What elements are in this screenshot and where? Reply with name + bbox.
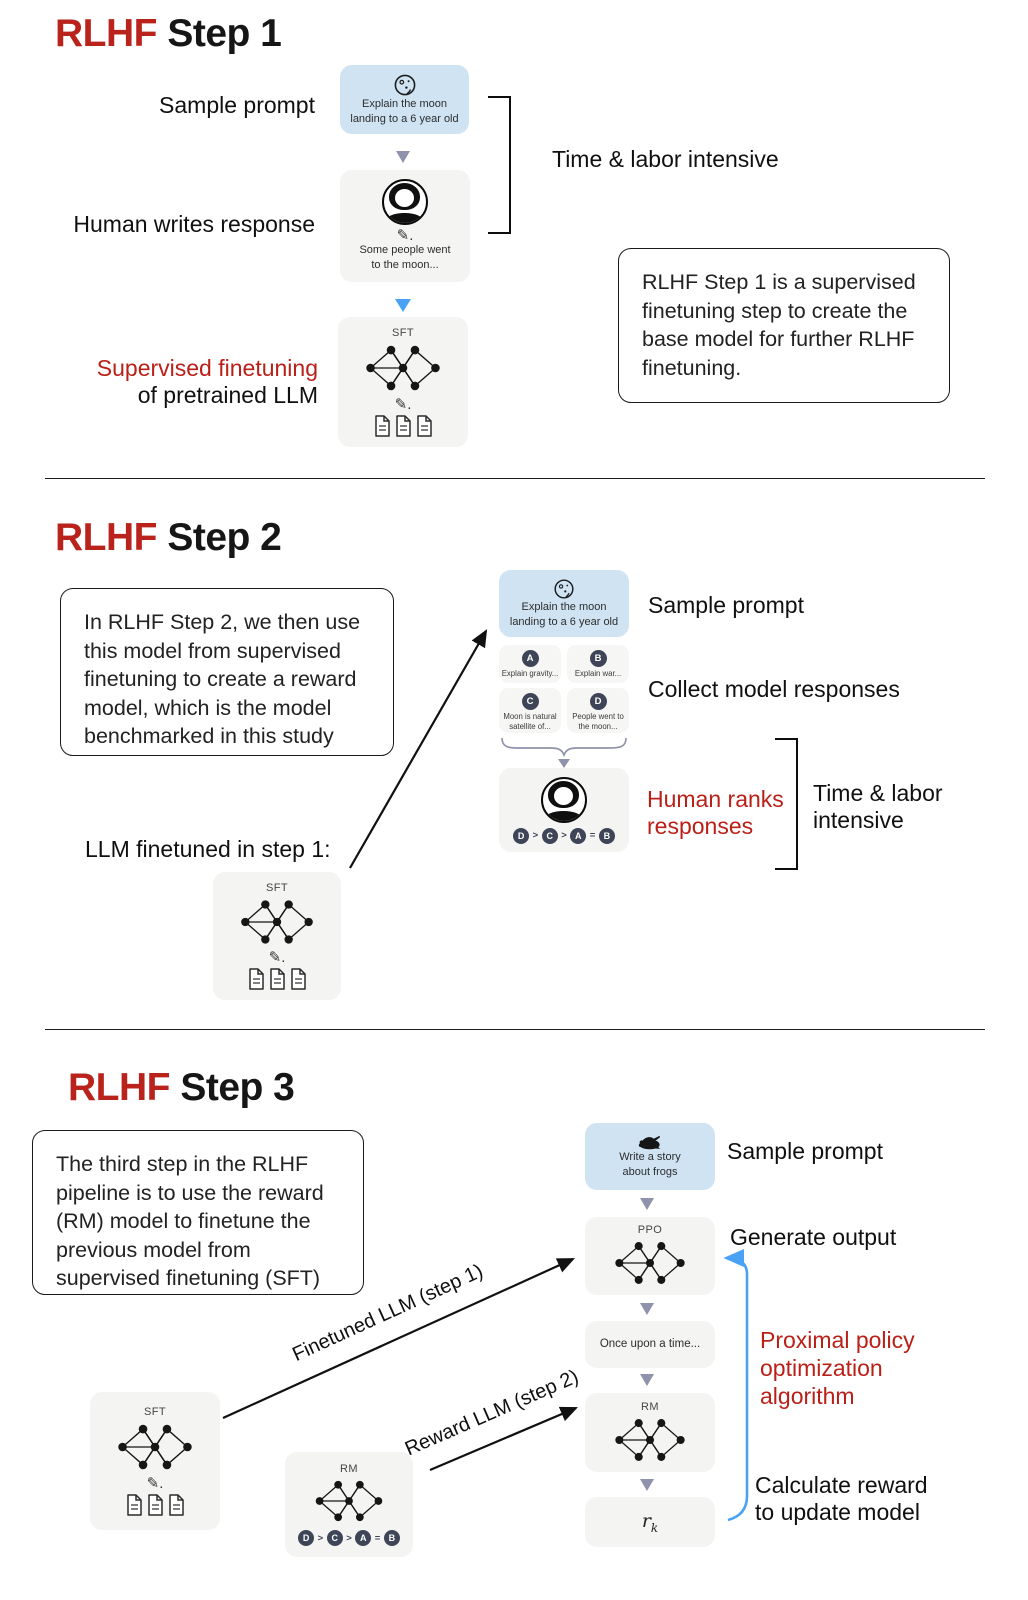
step2-note-box: In RLHF Step 2, we then use this model f…: [60, 588, 394, 756]
step3-calc-reward-label: Calculate reward to update model: [755, 1472, 928, 1525]
arrow-reward-llm: [429, 1406, 579, 1472]
step2-human-ranks-label: Human ranks responses: [647, 786, 784, 839]
response-card-d: D People went to the moon...: [567, 688, 629, 733]
response-card-a: A Explain gravity...: [499, 645, 561, 683]
rm-card-label: RM: [641, 1400, 659, 1413]
bracket: [775, 738, 798, 870]
down-arrow-icon: [640, 1303, 654, 1315]
step3-heading-rlhf: RLHF: [68, 1066, 170, 1109]
rm-card: RM: [585, 1393, 715, 1472]
step2-prompt-text: Explain the moon landing to a 6 year old: [509, 600, 619, 628]
step1-human-card: ✎. Some people went to the moon...: [340, 170, 470, 282]
step1-supervised-label: Supervised finetuning of pretrained LLM: [96, 355, 318, 408]
neural-network-icon: [615, 1418, 685, 1461]
step1-sample-prompt-label: Sample prompt: [159, 92, 315, 118]
step3-sft-card: SFT ✎.: [90, 1392, 220, 1530]
sft-card-label: SFT: [144, 1406, 166, 1418]
section-divider: [45, 478, 985, 479]
step1-heading-step: Step 1: [167, 12, 282, 55]
step3-ppo-algo-label: Proximal policy optimization algorithm: [760, 1327, 915, 1409]
ppo-card: PPO: [585, 1217, 715, 1295]
moon-icon: [554, 579, 574, 599]
avatar-icon: [541, 776, 587, 823]
step2-heading: RLHF Step 2: [55, 516, 282, 560]
documents-icon: [373, 415, 433, 437]
step2-sample-prompt-label: Sample prompt: [648, 592, 804, 618]
down-arrow-icon: [640, 1479, 654, 1491]
pencil-icon: ✎.: [396, 227, 414, 245]
step1-prompt-card: Explain the moon landing to a 6 year old: [340, 65, 469, 134]
arrow-sft-to-prompt: [349, 629, 488, 869]
step1-time-labor-label: Time & labor intensive: [552, 146, 779, 172]
step2-human-card: D>C>A=B: [499, 768, 629, 852]
documents-icon: [247, 968, 307, 990]
step3-prompt-card: Write a story about frogs: [585, 1123, 715, 1190]
step1-sft-card: SFT ✎.: [338, 317, 468, 447]
pencil-icon: ✎.: [268, 949, 286, 966]
pencil-icon: ✎.: [394, 396, 412, 413]
pencil-icon: ✎.: [146, 1475, 164, 1492]
step3-rm-card: RM D>C>A=B: [285, 1452, 413, 1557]
step1-heading: RLHF Step 1: [55, 12, 282, 56]
neural-network-icon: [315, 1480, 383, 1522]
step2-time-labor-label: Time & labor intensive: [813, 780, 943, 833]
moon-icon: [394, 74, 415, 96]
step1-heading-rlhf: RLHF: [55, 12, 157, 55]
letter-badge: C: [521, 693, 539, 710]
step2-heading-rlhf: RLHF: [55, 516, 157, 559]
step1-human-text: Some people went to the moon...: [359, 244, 451, 271]
step3-note-box: The third step in the RLHF pipeline is t…: [32, 1130, 364, 1295]
section-divider: [45, 1029, 985, 1030]
rm-card-label: RM: [340, 1463, 358, 1475]
letter-badge: B: [589, 650, 607, 667]
step2-llm-finetuned-label: LLM finetuned in step 1:: [85, 836, 331, 862]
brace-icon: [501, 737, 627, 768]
step2-heading-step: Step 2: [167, 516, 282, 559]
response-card-b: B Explain war...: [567, 645, 629, 683]
ranking-row: D>C>A=B: [513, 827, 615, 844]
neural-network-icon: [366, 345, 440, 391]
sft-card-label: SFT: [266, 882, 288, 894]
frog-icon: [638, 1135, 661, 1149]
step2-sft-card: SFT ✎.: [213, 872, 341, 1000]
step2-prompt-card: Explain the moon landing to a 6 year old: [499, 570, 629, 637]
blue-down-arrow-icon: [395, 299, 411, 312]
step3-heading: RLHF Step 3: [68, 1066, 295, 1110]
reward-card: rk: [585, 1497, 715, 1547]
arrow-finetuned-llm: [222, 1257, 576, 1420]
step1-note-box: RLHF Step 1 is a supervised finetuning s…: [618, 248, 950, 403]
step3-sample-prompt-label: Sample prompt: [727, 1138, 883, 1164]
neural-network-icon: [118, 1424, 192, 1470]
down-arrow-icon: [396, 151, 410, 163]
step3-generate-output-label: Generate output: [730, 1224, 897, 1250]
ranking-row: D>C>A=B: [298, 1530, 400, 1546]
sft-card-label: SFT: [392, 327, 414, 339]
bracket: [488, 96, 511, 234]
down-arrow-icon: [640, 1374, 654, 1386]
reward-symbol: rk: [641, 1509, 659, 1535]
step2-collect-label: Collect model responses: [648, 676, 900, 702]
documents-icon: [125, 1494, 185, 1516]
step3-heading-step: Step 3: [180, 1066, 295, 1109]
neural-network-icon: [615, 1242, 685, 1284]
feedback-loop-arrow: [723, 1248, 749, 1522]
output-card: Once upon a time...: [585, 1321, 715, 1368]
down-arrow-icon: [640, 1198, 654, 1210]
letter-badge: A: [521, 650, 539, 667]
letter-badge: D: [589, 693, 607, 710]
output-text: Once upon a time...: [599, 1337, 701, 1350]
ppo-card-label: PPO: [637, 1224, 663, 1236]
step3-prompt-text: Write a story about frogs: [619, 1150, 681, 1178]
response-card-c: C Moon is natural satellite of...: [499, 688, 561, 733]
avatar-icon: [382, 179, 428, 226]
step1-human-writes-label: Human writes response: [73, 211, 315, 237]
neural-network-icon: [241, 900, 313, 944]
step1-prompt-text: Explain the moon landing to a 6 year old: [350, 97, 459, 125]
